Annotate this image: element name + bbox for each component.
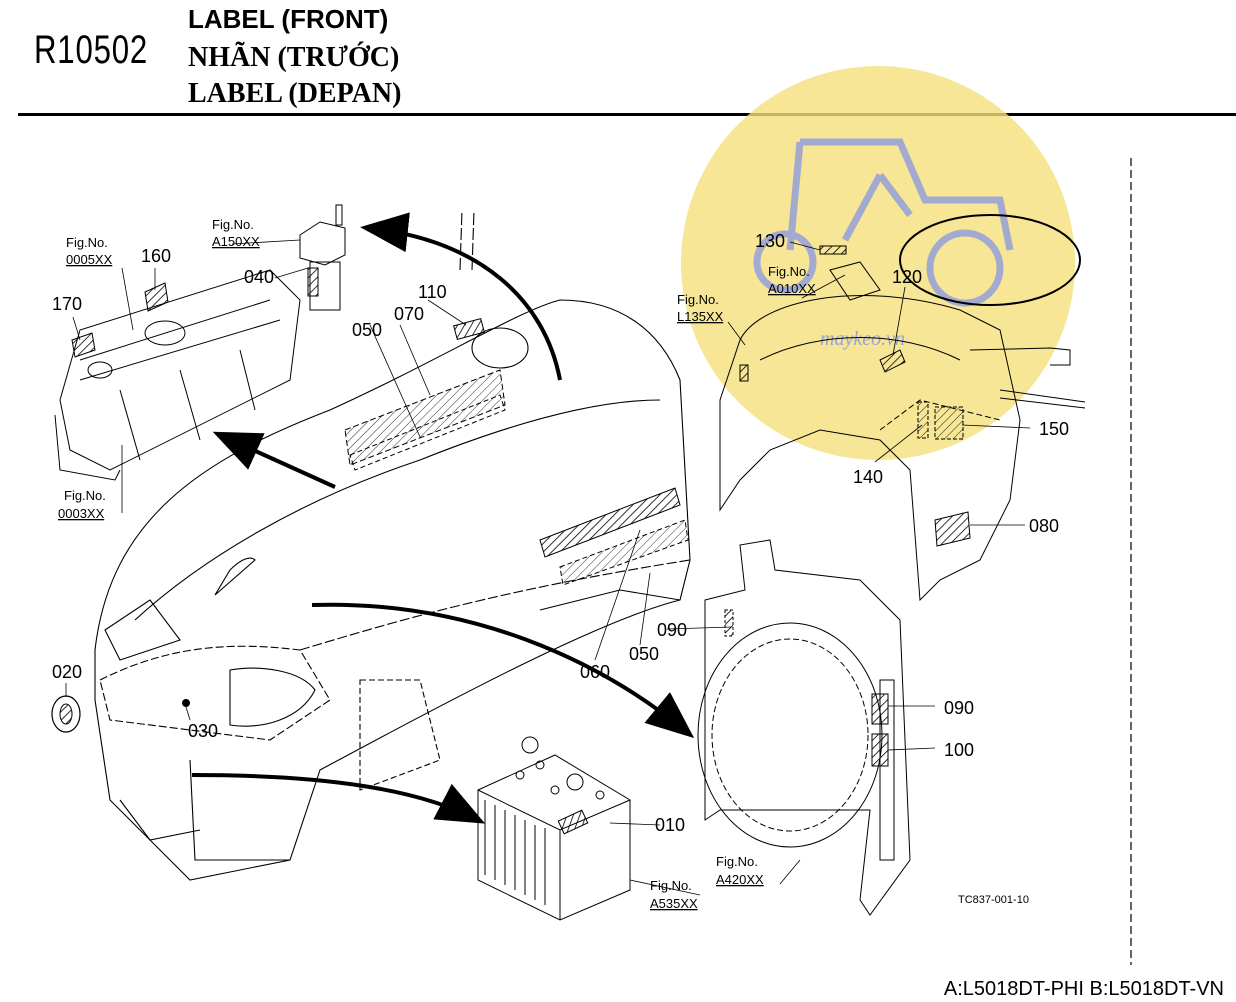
part-140: 140 xyxy=(853,467,883,487)
svg-text:A420XX: A420XX xyxy=(716,872,764,887)
title-english: LABEL (FRONT) xyxy=(188,4,389,34)
part-030: 030 xyxy=(188,721,218,741)
fender-labels xyxy=(739,245,971,547)
svg-text:L135XX: L135XX xyxy=(677,309,724,324)
part-080: 080 xyxy=(1029,516,1059,536)
radiator-labels xyxy=(724,609,889,767)
svg-text:A010XX: A010XX xyxy=(768,281,816,296)
hood-labels xyxy=(344,318,689,586)
part-010: 010 xyxy=(655,815,685,835)
fender-assembly xyxy=(719,214,1086,602)
battery xyxy=(477,736,631,921)
svg-text:A150XX: A150XX xyxy=(212,234,260,249)
part-060: 060 xyxy=(580,662,610,682)
fig-ref-0003[interactable]: Fig.No. 0003XX xyxy=(58,488,106,521)
part-050-bottom: 050 xyxy=(629,644,659,664)
hood-assembly xyxy=(94,209,691,881)
title-indonesian: LABEL (DEPAN) xyxy=(188,78,402,109)
svg-text:Fig.No.: Fig.No. xyxy=(212,217,254,232)
svg-text:Fig.No.: Fig.No. xyxy=(64,488,106,503)
part-130: 130 xyxy=(755,231,785,251)
svg-text:A535XX: A535XX xyxy=(650,896,698,911)
emblem-020-inner xyxy=(59,703,73,725)
tractor-icon xyxy=(753,138,1014,307)
arrows xyxy=(191,212,695,824)
watermark-text: maykeo.vn xyxy=(820,328,905,350)
part-100: 100 xyxy=(944,740,974,760)
model-footer: A:L5018DT-PHI B:L5018DT-VN xyxy=(943,978,1224,1000)
fig-ref-A420[interactable]: Fig.No. A420XX xyxy=(716,854,764,887)
label-030 xyxy=(182,699,190,707)
battery-label xyxy=(557,809,589,835)
part-090-left: 090 xyxy=(657,620,687,640)
fig-ref-A535[interactable]: Fig.No. A535XX xyxy=(650,878,698,911)
engine-head xyxy=(54,269,301,481)
svg-text:0005XX: 0005XX xyxy=(66,252,113,267)
title-vietnamese: NHÃN (TRƯỚC) xyxy=(188,42,400,73)
part-070: 070 xyxy=(394,304,424,324)
svg-text:Fig.No.: Fig.No. xyxy=(650,878,692,893)
header-rule xyxy=(18,113,1236,116)
fig-ref-0005[interactable]: Fig.No. 0005XX xyxy=(66,235,113,267)
part-110: 110 xyxy=(418,282,447,302)
part-170: 170 xyxy=(52,294,82,314)
part-050-top: 050 xyxy=(352,320,382,340)
svg-text:Fig.No.: Fig.No. xyxy=(66,235,108,250)
svg-text:Fig.No.: Fig.No. xyxy=(768,264,810,279)
fig-ref-L135[interactable]: Fig.No. L135XX xyxy=(677,292,724,324)
section-code: R10502 xyxy=(34,28,148,72)
fuel-filter xyxy=(299,204,346,311)
part-160: 160 xyxy=(141,246,171,266)
svg-text:Fig.No.: Fig.No. xyxy=(677,292,719,307)
part-020: 020 xyxy=(52,662,82,682)
drawing-reference: TC837-001-10 xyxy=(958,894,1029,906)
watermark: maykeo.vn xyxy=(681,66,1075,460)
part-150: 150 xyxy=(1039,419,1069,439)
engine-head-labels xyxy=(71,282,169,358)
fig-ref-A150[interactable]: Fig.No. A150XX xyxy=(212,217,260,249)
part-040: 040 xyxy=(244,267,274,287)
leader-lines xyxy=(65,239,1031,896)
part-090-right: 090 xyxy=(944,698,974,718)
fig-ref-A010[interactable]: Fig.No. A010XX xyxy=(768,264,816,296)
part-120: 120 xyxy=(892,267,922,287)
svg-text:0003XX: 0003XX xyxy=(58,506,105,521)
svg-text:Fig.No.: Fig.No. xyxy=(716,854,758,869)
